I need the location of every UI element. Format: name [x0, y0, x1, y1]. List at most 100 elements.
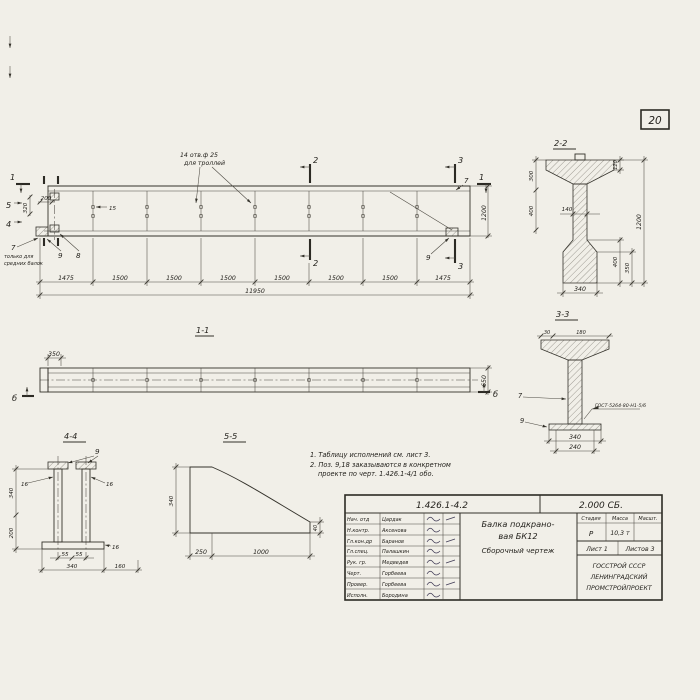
dim-340-section22: 340 — [574, 286, 586, 293]
dim-140: 140 — [562, 207, 573, 213]
mass-value: 10,3 т — [610, 530, 630, 537]
sheet-number: 20 — [648, 115, 662, 127]
notes: 1. Таблицу исполнений см. лист 3. 2. Поз… — [310, 451, 451, 478]
note-middle-beams-2: средних балок — [4, 261, 43, 267]
section-cut-5: 5 — [6, 176, 46, 246]
staff-rows: Нач. отд Цардак Н.контр. Аксенова Гл.кон… — [347, 516, 456, 599]
section-cut-3: 3 3 — [445, 155, 463, 271]
staff-role-6: Провер. — [347, 582, 368, 588]
dim-16-left: 16 — [21, 482, 29, 488]
staff-role-7: Исполн. — [347, 593, 368, 599]
left-support-bracket — [35, 226, 49, 237]
dim-340-section33: 340 — [569, 434, 581, 441]
doc-code: 2.000 СБ. — [579, 501, 623, 511]
pos-9-left: 9 — [58, 251, 63, 260]
scale-header: Масшт. — [638, 516, 657, 522]
pos-7-left: 7 — [11, 243, 16, 252]
doc-number: 1.426.1-4.2 — [416, 501, 468, 511]
mass-header: Масса — [612, 516, 628, 522]
stiffeners-and-holes — [91, 191, 419, 231]
right-support-bracket — [445, 227, 459, 237]
staff-role-0: Нач. отд — [347, 517, 370, 523]
section-3-3-view: 3-3 30 180 7 9 ГОСТ-5264-80-Н1-5/6 340 2… — [518, 309, 646, 454]
pos-9-view44: 9 — [95, 447, 100, 456]
pos-7-right: 7 — [464, 176, 469, 185]
dim-350-plan: 350 — [48, 351, 60, 358]
stage-header: Стадия — [581, 516, 600, 522]
pos-8-left: 8 — [76, 251, 81, 260]
view-1-1: 1-1 350 650 б б — [12, 325, 498, 403]
cut-label-3-top: 3 — [458, 155, 463, 165]
cut-label-2-top: 2 — [313, 155, 318, 165]
note-line-2: 2. Поз. 9,18 заказываются в конкретном — [310, 461, 451, 469]
title-block: 1.426.1-4.2 2.000 СБ. Нач. отд Цардак Н.… — [344, 494, 663, 601]
section-3-3-title: 3-3 — [556, 309, 569, 319]
staff-role-4: Рук. гр. — [347, 560, 367, 566]
dim-200-view44: 200 — [9, 527, 15, 538]
dim-160: 160 — [115, 564, 126, 570]
dim-350: 350 — [625, 262, 631, 273]
org-line-2: ЛЕНИНГРАДСКИЙ — [590, 572, 648, 581]
cut-label-3-bottom: 3 — [458, 261, 463, 271]
note-line-3: проекте по черт. 1.426.1-4/1 обо. — [318, 470, 434, 478]
staff-name-6: Горбеева — [382, 582, 406, 588]
note-middle-beams-1: только для — [4, 254, 33, 260]
dim-340-left-view44: 340 — [9, 487, 15, 498]
sheets-label: Листов 3 — [624, 546, 654, 553]
holes-note-line2: для троллей — [183, 160, 225, 167]
view-5-5: 5-5 340 40 250 1000 — [169, 431, 324, 560]
sheet-label: Лист 1 — [585, 546, 608, 553]
note-line-1: 1. Таблицу исполнений см. лист 3. — [310, 451, 430, 459]
dim-16-bottom: 16 — [112, 545, 120, 551]
section-cut-4: 4 — [6, 176, 60, 246]
marker-b-right: б — [493, 389, 498, 399]
staff-name-5: Горбеева — [382, 571, 406, 577]
sheet-number-box: 20 — [640, 109, 670, 130]
dim-1200-elevation: 1200 — [481, 205, 488, 221]
section-cut-2: 2 2 — [300, 155, 318, 268]
dim-320: 320 — [23, 202, 29, 213]
view-4-4: 4-4 9 16 16 16 340 200 55 55 340 160 — [9, 431, 142, 573]
drawing-title-line1: Балка подкрано- — [482, 519, 555, 529]
dim-120: 120 — [613, 160, 619, 170]
staff-role-2: Гл.кон.др — [347, 539, 372, 545]
staff-name-7: Бородина — [382, 593, 408, 599]
elevation-dimensions: 320 200 15 7 1200 7 только для средних б… — [4, 152, 492, 267]
pos-7-section33: 7 — [518, 392, 523, 400]
cut-label-5: 5 — [6, 200, 11, 210]
org-line-1: ГОССТРОЙ СССР — [593, 561, 646, 570]
dim-400-left: 400 — [529, 205, 535, 216]
staff-role-3: Гл.спец. — [347, 549, 369, 555]
stage-value: Р — [589, 529, 594, 538]
dim-340-bottom-view44: 340 — [67, 564, 78, 570]
elevation-dimension-chain: 1475 1500 1500 1500 1500 1500 1500 1475 … — [36, 238, 474, 299]
dim-1500-6: 1500 — [382, 275, 398, 282]
org-line-3: ПРОМСТРОЙПРОЕКТ — [586, 583, 652, 592]
dim-total-11950: 11950 — [245, 288, 265, 295]
dim-180: 180 — [576, 330, 586, 336]
marker-b-left: б — [12, 393, 17, 403]
dim-1500-1: 1500 — [112, 275, 128, 282]
drawing-title-line3: Сборочный чертеж — [482, 546, 555, 555]
plan-holes — [91, 368, 419, 392]
dim-250: 250 — [195, 549, 207, 556]
pos-9-right: 9 — [426, 253, 431, 262]
dim-1475-right: 1475 — [435, 275, 451, 282]
dim-30: 30 — [544, 330, 550, 336]
drawing-title-line2: вая БК12 — [498, 531, 537, 541]
dim-1500-2: 1500 — [166, 275, 182, 282]
staff-role-5: Черт. — [347, 571, 361, 577]
staff-name-2: Баранов — [382, 539, 404, 545]
cut-label-1-right: 1 — [479, 172, 484, 182]
dim-650-plan: 650 — [481, 375, 488, 387]
staff-role-1: Н.контр. — [347, 528, 369, 534]
dim-16-right: 16 — [106, 482, 114, 488]
dim-1475-left: 1475 — [58, 275, 74, 282]
crane-rail — [574, 153, 586, 161]
dim-40: 40 — [313, 525, 319, 531]
view-1-1-title: 1-1 — [196, 325, 209, 335]
dim-340-view55: 340 — [169, 495, 175, 506]
staff-name-0: Цардак — [382, 517, 402, 523]
